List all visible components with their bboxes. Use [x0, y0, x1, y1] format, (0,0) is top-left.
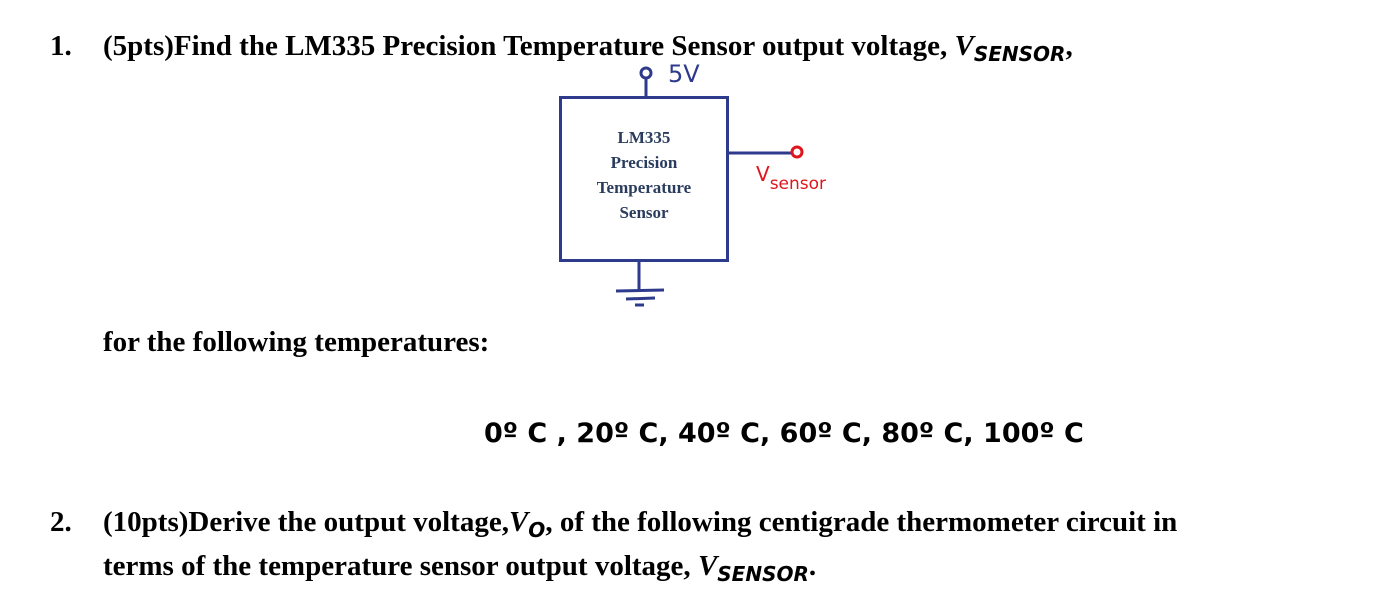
v-sensor-var: VSENSOR	[697, 550, 809, 586]
temp: 0º C	[484, 418, 548, 449]
question-1-prompt: (5pts)Find the LM335 Precision Temperatu…	[103, 30, 955, 62]
question-1-text: (5pts)Find the LM335 Precision Temperatu…	[103, 30, 1073, 66]
v-sensor-label: Vsensor	[756, 162, 827, 194]
question-number: 2.	[50, 506, 72, 538]
comma: ,	[1065, 30, 1073, 62]
temperature-list: 0º C , 20º C, 40º C, 60º C, 80º C, 100º …	[484, 418, 1084, 449]
question-number: 1.	[50, 30, 72, 62]
v-sensor-var: VSENSOR	[954, 30, 1066, 66]
temp: 40º C	[677, 418, 760, 449]
ground-icon-2	[625, 296, 656, 301]
supply-terminal	[639, 66, 653, 80]
box-line: LM335	[617, 128, 671, 147]
question-2-line-1: (10pts)Derive the output voltage,VO, of …	[103, 506, 1178, 542]
lm335-sensor-box: LM335 Precision Temperature Sensor	[559, 96, 729, 262]
temp: 80º C	[881, 418, 964, 449]
v-o-var: VO	[508, 506, 546, 542]
supply-label: 5V	[668, 60, 700, 88]
output-terminal	[790, 145, 804, 159]
question-2-line-2: terms of the temperature sensor output v…	[103, 550, 817, 586]
following-temps-text: for the following temperatures:	[103, 326, 490, 358]
temp: 100º C	[983, 418, 1084, 449]
box-line: Sensor	[619, 203, 669, 222]
ground-icon	[615, 288, 665, 293]
temp: 60º C	[779, 418, 862, 449]
temp: 20º C	[576, 418, 659, 449]
box-line: Precision	[610, 153, 678, 172]
box-line: Temperature	[596, 178, 692, 197]
